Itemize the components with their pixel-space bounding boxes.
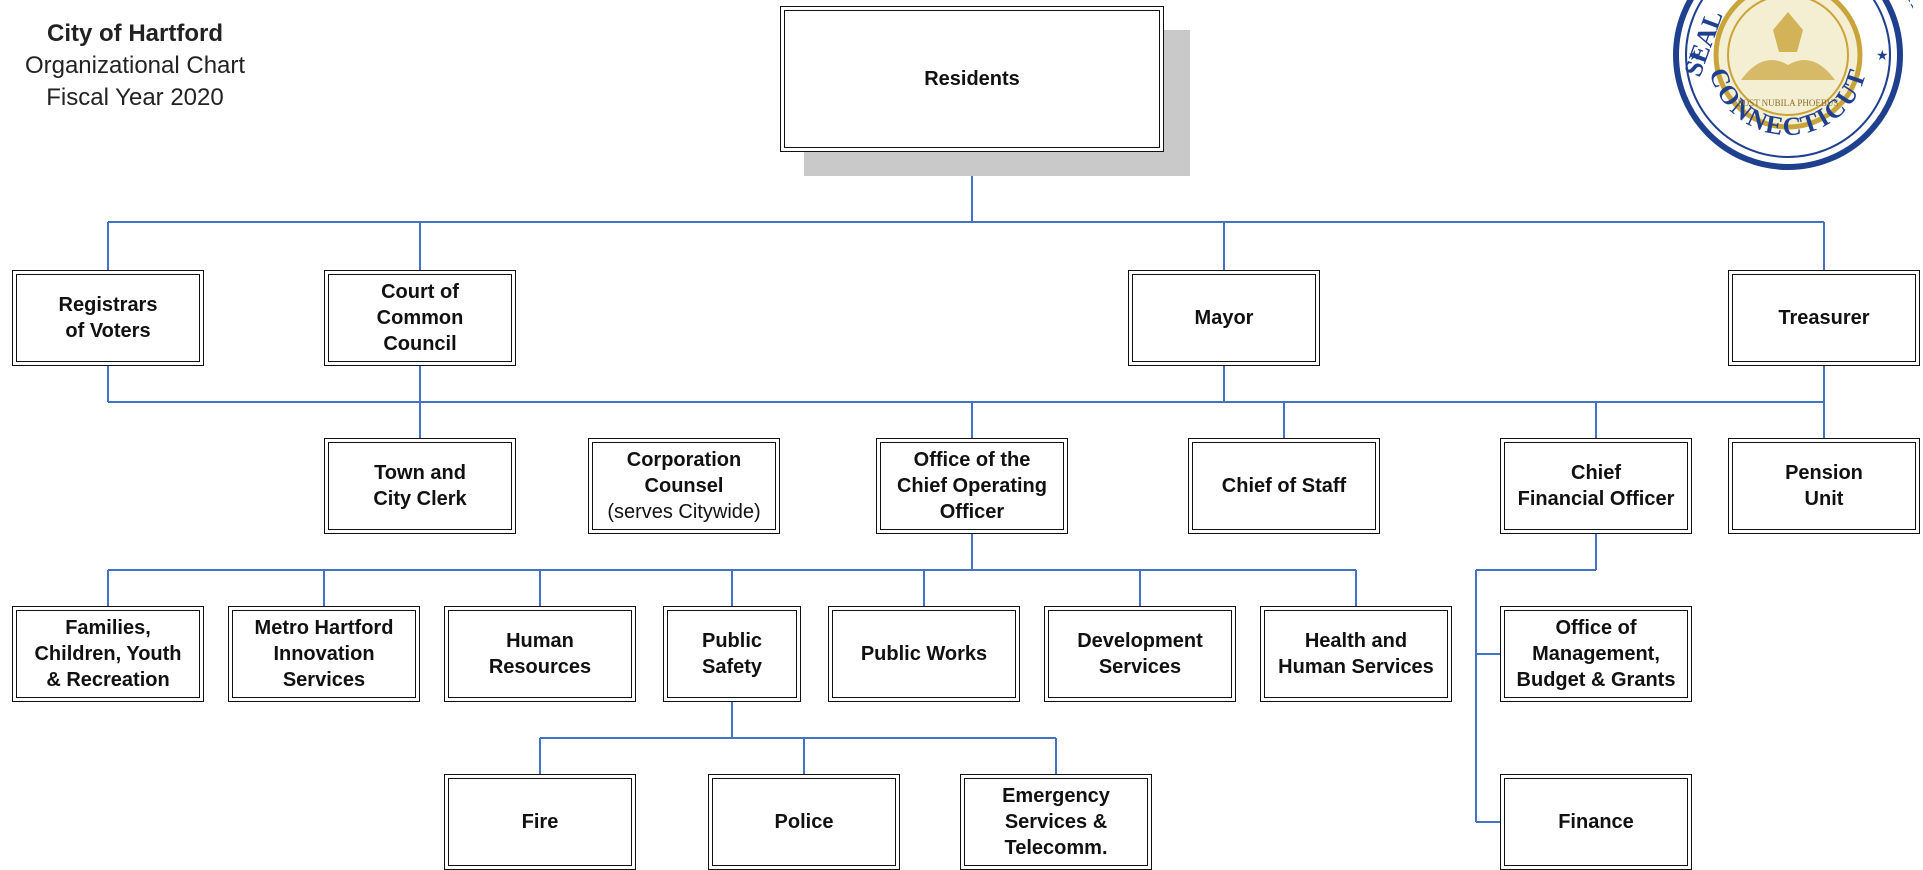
box-families: Families, Children, Youth & Recreation (12, 606, 204, 702)
header-year: Fiscal Year 2020 (46, 84, 224, 111)
chart-header: City of Hartford Organizational Chart Fi… (20, 18, 250, 114)
box-coo-label: Office of the Chief Operating Officer (896, 449, 1047, 523)
box-hr: Human Resources (444, 606, 636, 702)
box-police: Police (708, 774, 900, 870)
box-finance: Finance (1500, 774, 1692, 870)
connector-lines (107, 152, 1825, 823)
box-metro-label: Metro Hartford Innovation Services (254, 617, 394, 691)
box-cfo-label: Chief Financial Officer (1517, 462, 1675, 510)
box-public-safety: Public Safety (663, 606, 801, 702)
box-treasurer-label: Treasurer (1778, 307, 1870, 329)
box-corp-counsel-note: (serves Citywide) (607, 501, 761, 523)
box-mayor-label: Mayor (1194, 307, 1254, 329)
box-council: Court of Common Council (324, 270, 516, 366)
box-finance-label: Finance (1558, 811, 1634, 833)
box-residents-label: Residents (924, 68, 1020, 90)
box-public-works: Public Works (828, 606, 1020, 702)
box-emergency: Emergency Services & Telecomm. (960, 774, 1152, 870)
box-clerk: Town and City Clerk (324, 438, 516, 534)
box-police-label: Police (774, 811, 834, 833)
box-chief-staff-label: Chief of Staff (1221, 475, 1347, 497)
box-development-label: Development Services (1077, 630, 1203, 678)
seal-star-right: ★ (1876, 47, 1889, 63)
box-metro: Metro Hartford Innovation Services (228, 606, 420, 702)
box-corp-counsel-label: Corporation Counsel (serves Citywide) (601, 421, 766, 551)
seal-center-ring (1727, 0, 1849, 116)
box-registrars: Registrars of Voters (12, 270, 204, 366)
box-clerk-label: Town and City Clerk (373, 462, 467, 510)
box-corp-counsel-title: Corporation Counsel (626, 449, 742, 497)
box-ombg: Office of Management, Budget & Grants (1500, 606, 1692, 702)
seal-motto: POST NUBILA PHOEBUS (1738, 98, 1839, 108)
box-families-label: Families, Children, Youth & Recreation (34, 617, 182, 691)
box-coo: Office of the Chief Operating Officer (876, 438, 1068, 534)
box-public-safety-label: Public Safety (701, 630, 763, 678)
box-cfo: Chief Financial Officer (1500, 438, 1692, 534)
seal-star-left: ★ (1688, 47, 1701, 63)
seal-inner-ring (1685, 0, 1891, 158)
box-health-label: Health and Human Services (1278, 630, 1434, 678)
box-pension: Pension Unit (1728, 438, 1920, 534)
city-seal-logo: CONNECTICUT SEAL RTFORD POST NUBILA PHOE… (1673, 0, 1913, 170)
seal-deer (1773, 12, 1803, 52)
box-council-label: Court of Common Council (376, 281, 464, 355)
box-mayor: Mayor (1128, 270, 1320, 366)
box-public-works-label: Public Works (860, 643, 988, 665)
seal-landscape (1741, 60, 1835, 80)
header-city: City of Hartford (47, 20, 223, 47)
box-ombg-label: Office of Management, Budget & Grants (1516, 617, 1676, 691)
box-development: Development Services (1044, 606, 1236, 702)
box-emergency-label: Emergency Services & Telecomm. (1002, 785, 1110, 859)
box-health: Health and Human Services (1260, 606, 1452, 702)
box-residents: Residents (780, 6, 1164, 152)
box-hr-label: Human Resources (488, 630, 592, 678)
box-treasurer: Treasurer (1728, 270, 1920, 366)
box-fire-label: Fire (521, 811, 559, 833)
box-fire: Fire (444, 774, 636, 870)
box-chief-staff: Chief of Staff (1188, 438, 1380, 534)
seal-center (1713, 0, 1863, 130)
box-pension-label: Pension Unit (1785, 462, 1863, 510)
header-subtitle: Organizational Chart (24, 52, 246, 79)
box-registrars-label: Registrars of Voters (58, 294, 158, 342)
box-corp-counsel: Corporation Counsel (serves Citywide) (588, 438, 780, 534)
